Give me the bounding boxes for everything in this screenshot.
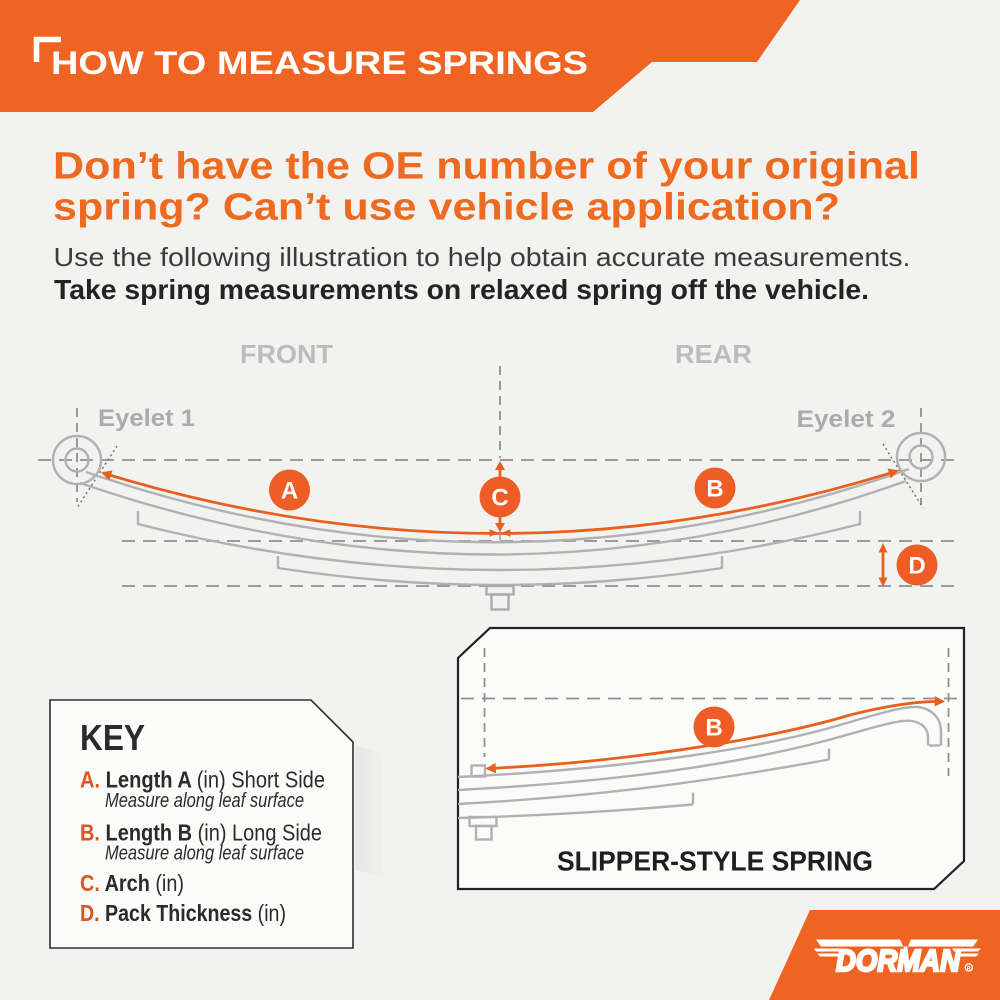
svg-text:D. Pack Thickness (in): D. Pack Thickness (in) bbox=[80, 900, 286, 926]
svg-text:Eyelet 1: Eyelet 1 bbox=[98, 405, 195, 432]
svg-text:KEY: KEY bbox=[80, 717, 145, 758]
svg-text:Use the following illustration: Use the following illustration to help o… bbox=[54, 242, 911, 272]
svg-text:C. Arch (in): C. Arch (in) bbox=[80, 870, 184, 896]
svg-text:spring? Can’t use vehicle appl: spring? Can’t use vehicle application? bbox=[53, 187, 840, 229]
svg-text:SLIPPER-STYLE SPRING: SLIPPER-STYLE SPRING bbox=[557, 846, 873, 877]
svg-text:HOW TO MEASURE SPRINGS: HOW TO MEASURE SPRINGS bbox=[51, 44, 588, 81]
svg-text:Measure along leaf surface: Measure along leaf surface bbox=[105, 790, 304, 812]
svg-text:FRONT: FRONT bbox=[240, 339, 333, 369]
svg-text:Eyelet 2: Eyelet 2 bbox=[797, 406, 896, 433]
svg-text:A. Length A (in) Short Side: A. Length A (in) Short Side bbox=[80, 767, 325, 793]
svg-text:DORMAN: DORMAN bbox=[836, 943, 961, 978]
svg-text:D: D bbox=[908, 553, 925, 580]
svg-text:Take spring measurements on re: Take spring measurements on relaxed spri… bbox=[54, 274, 869, 305]
svg-text:Don’t have the OE number of yo: Don’t have the OE number of your origina… bbox=[53, 146, 920, 188]
svg-text:B: B bbox=[706, 476, 723, 503]
svg-text:R: R bbox=[967, 966, 971, 972]
svg-text:A: A bbox=[281, 478, 298, 505]
svg-text:Measure along leaf surface: Measure along leaf surface bbox=[105, 843, 304, 865]
svg-text:B. Length B (in) Long Side: B. Length B (in) Long Side bbox=[80, 820, 322, 846]
svg-text:B: B bbox=[705, 715, 722, 742]
svg-text:REAR: REAR bbox=[675, 339, 752, 369]
svg-text:C: C bbox=[491, 485, 508, 512]
